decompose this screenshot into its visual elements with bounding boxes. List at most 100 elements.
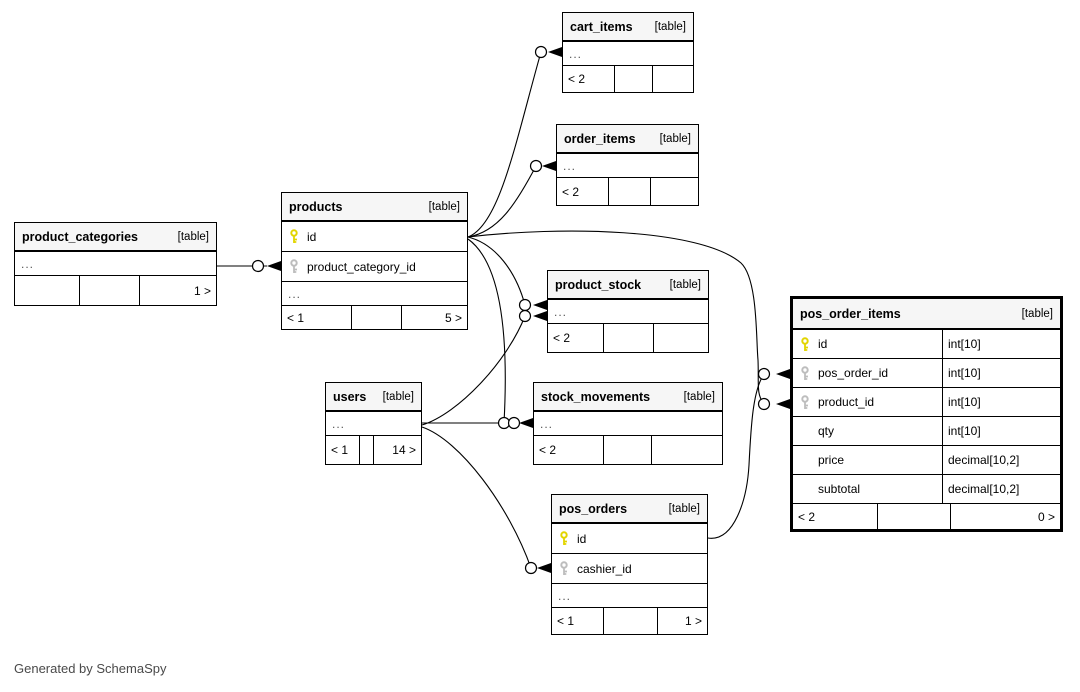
footer-parents: < 2 (548, 324, 604, 352)
table-name[interactable]: products (289, 199, 343, 214)
table-header: pos_orders [table] (552, 495, 707, 524)
table-tag: [table] (659, 132, 691, 145)
footer-parents: < 2 (534, 436, 604, 464)
table-name[interactable]: users (333, 389, 367, 404)
column-row-qty: qty int[10] (793, 417, 1060, 446)
primary-key-icon (799, 336, 811, 352)
table-footer: 1 > (15, 276, 216, 305)
footer-parents: < 1 (326, 436, 360, 464)
table-footer: < 1 5 > (282, 306, 467, 329)
column-row-cashier-id: cashier_id (552, 554, 707, 584)
foreign-key-icon (288, 259, 300, 274)
footer-mid (615, 66, 653, 92)
footer-mid (604, 324, 654, 352)
table-header: stock_movements [table] (534, 383, 722, 412)
table-header: order_items [table] (557, 125, 698, 154)
table-name[interactable]: cart_items (570, 19, 633, 34)
column-row-product-category-id: product_category_id (282, 252, 467, 282)
foreign-key-icon (558, 561, 570, 576)
table-tag: [table] (683, 390, 715, 403)
column-name: price (818, 453, 845, 467)
column-name: product_category_id (307, 259, 416, 274)
column-row-subtotal: subtotal decimal[10,2] (793, 475, 1060, 504)
no-key-spacer (799, 482, 811, 497)
column-name: subtotal (818, 482, 861, 496)
footer-mid (80, 276, 140, 305)
table-name[interactable]: stock_movements (541, 389, 651, 404)
footer-children: 0 > (1037, 509, 1055, 524)
footer-parents (15, 276, 80, 305)
table-tag: [table] (668, 502, 700, 515)
footer-parents: < 1 (282, 306, 352, 329)
footer-parents: < 2 (563, 66, 615, 92)
footer-children (654, 324, 708, 352)
table-header: product_stock [table] (548, 271, 708, 300)
column-name: pos_order_id (818, 366, 889, 380)
table-product-stock[interactable]: product_stock [table] ... < 2 (547, 270, 709, 353)
foreign-key-icon (799, 394, 811, 410)
footer-parents: < 2 (557, 178, 609, 205)
table-header: cart_items [table] (563, 13, 693, 42)
table-footer: < 2 (534, 436, 722, 464)
no-key-spacer (799, 453, 811, 468)
footer-parents: < 2 (793, 504, 878, 529)
footer-children: 14 > (392, 443, 416, 457)
table-header: users [table] (326, 383, 421, 412)
table-name[interactable]: product_stock (555, 277, 642, 292)
table-header: pos_order_items [table] (793, 299, 1060, 330)
table-products[interactable]: products [table] id product_category_id … (281, 192, 468, 330)
column-name: product_id (818, 395, 875, 409)
table-tag: [table] (654, 20, 686, 33)
table-name[interactable]: product_categories (22, 229, 139, 244)
column-row-price: price decimal[10,2] (793, 446, 1060, 475)
column-type: int[10] (942, 330, 1060, 358)
table-order-items[interactable]: order_items [table] ... < 2 (556, 124, 699, 206)
column-type: decimal[10,2] (942, 475, 1060, 503)
column-name: cashier_id (577, 561, 632, 576)
column-name: qty (818, 424, 835, 438)
column-type: decimal[10,2] (942, 446, 1060, 474)
column-type: int[10] (942, 359, 1060, 387)
table-pos-orders[interactable]: pos_orders [table] id cashier_id ... < 1… (551, 494, 708, 635)
footer-parents: < 1 (552, 608, 604, 634)
table-pos-order-items[interactable]: pos_order_items [table] id int[10] pos_o… (790, 296, 1063, 532)
generated-by-caption: Generated by SchemaSpy (14, 661, 167, 676)
column-name: id (577, 531, 587, 546)
table-header: product_categories [table] (15, 223, 216, 252)
table-header: products [table] (282, 193, 467, 222)
footer-mid (609, 178, 651, 205)
footer-children (653, 66, 693, 92)
table-footer: < 1 14 > (326, 436, 421, 464)
table-footer: < 2 (548, 324, 708, 352)
column-name: id (818, 337, 828, 351)
table-product-categories[interactable]: product_categories [table] ... 1 > (14, 222, 217, 306)
column-row-id: id (552, 524, 707, 554)
footer-mid (604, 608, 658, 634)
table-users[interactable]: users [table] ... < 1 14 > (325, 382, 422, 465)
column-row-pos-order-id: pos_order_id int[10] (793, 359, 1060, 388)
column-name: id (307, 229, 317, 244)
table-footer: < 2 0 > (793, 504, 1060, 529)
table-footer: < 2 (557, 178, 698, 205)
columns-ellipsis: ... (534, 412, 722, 436)
table-name[interactable]: order_items (564, 131, 636, 146)
footer-children: 1 > (684, 614, 702, 628)
primary-key-icon (288, 229, 300, 244)
column-type: int[10] (942, 388, 1060, 416)
column-row-product-id: product_id int[10] (793, 388, 1060, 417)
table-stock-movements[interactable]: stock_movements [table] ... < 2 (533, 382, 723, 465)
table-tag: [table] (428, 200, 460, 213)
columns-ellipsis: ... (15, 252, 216, 276)
column-row-id: id (282, 222, 467, 252)
columns-ellipsis: ... (282, 282, 467, 306)
table-name[interactable]: pos_order_items (800, 306, 901, 321)
foreign-key-icon (799, 365, 811, 381)
table-name[interactable]: pos_orders (559, 501, 628, 516)
table-tag: [table] (177, 230, 209, 243)
footer-mid (604, 436, 652, 464)
table-cart-items[interactable]: cart_items [table] ... < 2 (562, 12, 694, 93)
table-footer: < 1 1 > (552, 608, 707, 634)
columns-ellipsis: ... (326, 412, 421, 436)
footer-children: 5 > (444, 310, 462, 325)
